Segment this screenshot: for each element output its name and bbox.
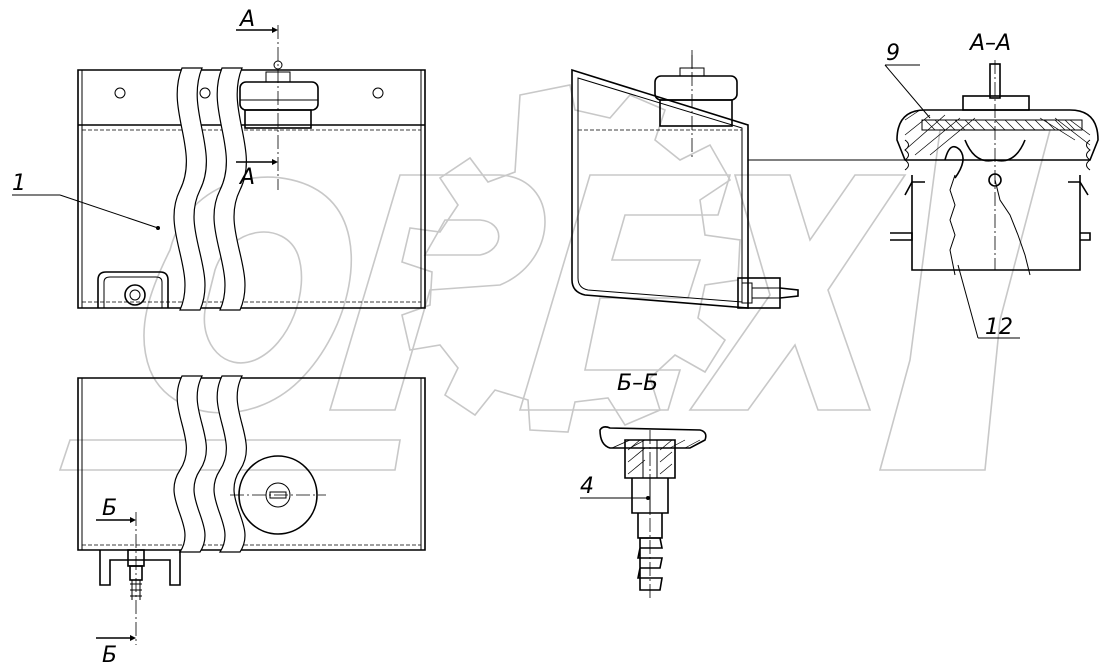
fitting-bore-hatch	[627, 439, 673, 475]
filler-neck-body	[911, 175, 1081, 271]
watermark-x	[688, 174, 907, 411]
section-b-bottom-label: Б	[102, 643, 117, 668]
filler-cap-side	[654, 50, 738, 160]
tank-side-outline	[571, 68, 749, 309]
cap-seal-layer	[921, 119, 1083, 131]
drain-plug-inner	[129, 289, 141, 301]
chain-2	[994, 179, 1031, 276]
callout-12-pointer	[957, 264, 979, 339]
cap-body-hatch	[904, 109, 1091, 156]
section-a-top-arrowhead	[272, 27, 278, 33]
break-line-1	[173, 67, 207, 311]
watermark-o-inner	[203, 231, 303, 364]
drain-pocket-inner	[103, 276, 163, 308]
section-b-top-label: Б	[102, 496, 117, 521]
tank-top-outline	[77, 377, 426, 551]
neck-pin-left	[890, 232, 913, 241]
gear-watermark-icon	[401, 84, 741, 433]
top-view: Б Б	[77, 375, 426, 668]
section-b-bottom-arrowhead	[130, 635, 136, 641]
watermark	[58, 84, 1052, 471]
filler-neck-flange-left	[904, 181, 925, 196]
break-line-4	[213, 375, 247, 553]
tank-side-inner	[577, 77, 743, 303]
cap-thread-right	[1086, 139, 1091, 171]
break-line-3	[173, 375, 207, 553]
section-a-bottom-label: А	[238, 165, 255, 190]
callout-4-label: 4	[580, 474, 594, 499]
cap-stem	[989, 63, 1001, 99]
callout-4-dot	[646, 496, 650, 500]
cap-inner-dome	[964, 139, 1026, 162]
cap-body-outer	[896, 109, 1099, 161]
filler-cap-front	[239, 60, 319, 129]
filler-neck-flange-right	[1068, 181, 1089, 196]
callout-9-pointer	[884, 64, 931, 119]
front-view: А А 1	[12, 7, 426, 311]
watermark-e	[518, 174, 732, 411]
section-b-top-arrowhead	[130, 517, 136, 523]
section-aa-view: А–А 9 12	[748, 31, 1099, 340]
watermark-p	[328, 174, 546, 411]
view-aa-label: А–А	[968, 31, 1011, 56]
cap-thread-left	[904, 139, 909, 171]
callout-1-pointer	[59, 194, 159, 229]
section-a-top-label: А	[238, 7, 255, 32]
chain-1	[949, 174, 956, 276]
tank-front-outline	[77, 69, 426, 309]
chain-anchor	[988, 173, 1002, 187]
section-a-bottom-arrowhead	[272, 159, 278, 165]
callout-1-dot	[156, 226, 160, 230]
watermark-o	[143, 176, 352, 414]
callout-1-label: 1	[12, 171, 26, 196]
callout-12-label: 12	[985, 315, 1013, 340]
wall-hatch	[611, 439, 701, 449]
bolt-hole-2	[199, 87, 211, 99]
cap-seal-crosshatch	[924, 119, 1076, 131]
side-drain-fitting	[737, 277, 799, 309]
view-bb-label: Б–Б	[617, 371, 658, 396]
section-bb-view: Б–Б	[571, 50, 799, 396]
bolt-hole-1	[114, 87, 126, 99]
bolt-hole-3	[372, 87, 384, 99]
break-line-2	[213, 67, 247, 311]
neck-pin-right	[1080, 232, 1091, 241]
detail-drain-fitting: 4	[580, 426, 707, 600]
tank-wall-fragment	[599, 426, 707, 449]
drain-pocket	[97, 271, 169, 308]
bottom-bracket	[99, 550, 181, 586]
callout-9-label: 9	[886, 41, 900, 66]
chain-loop	[944, 145, 964, 179]
fitting-nipple	[637, 537, 663, 591]
drain-plug-outer	[124, 284, 146, 306]
